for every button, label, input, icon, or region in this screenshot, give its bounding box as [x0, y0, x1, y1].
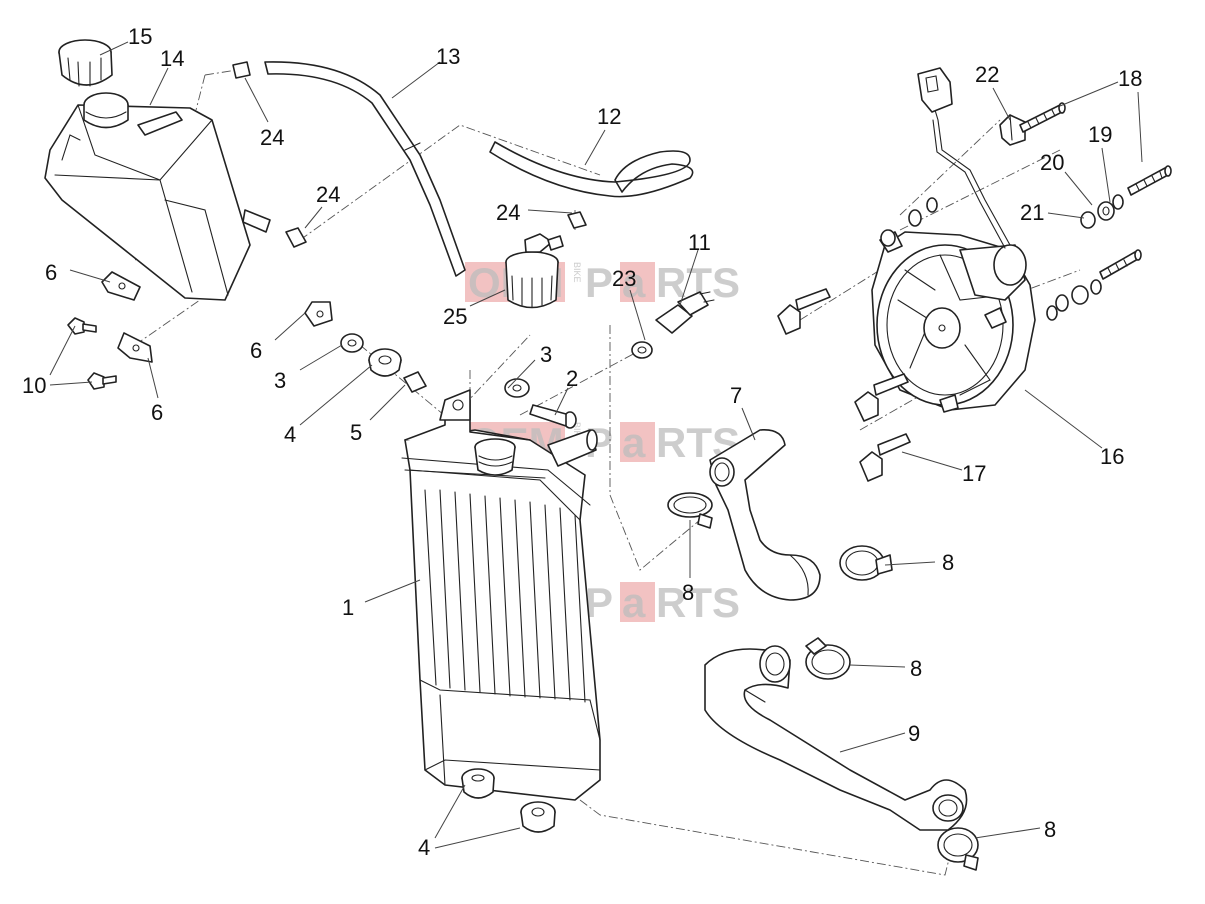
svg-text:a: a: [622, 579, 646, 626]
callout-12: 12: [597, 104, 621, 129]
temperature-sensor: [655, 291, 715, 334]
callout-3-left: 3: [274, 368, 286, 393]
svg-text:BIKE: BIKE: [572, 262, 582, 283]
hose-12: [489, 141, 694, 198]
grommet-4-bottom-left: [461, 768, 495, 799]
svg-text:P: P: [585, 259, 613, 306]
grommet-4-top: [368, 348, 402, 377]
callout-22: 22: [975, 62, 999, 87]
washer-3-left: [340, 333, 364, 353]
hose-13: [264, 61, 466, 277]
sleeve-24-top: [232, 61, 251, 79]
callout-labels: 15 14 24 24 13 12 24 11 23 25 6 10 6 6 3…: [22, 24, 1142, 860]
expansion-tank: [44, 92, 271, 301]
callout-6-top: 6: [45, 260, 57, 285]
callout-4-top: 4: [284, 422, 296, 447]
callout-17: 17: [962, 461, 986, 486]
callout-5: 5: [350, 420, 362, 445]
hose-clamp-8a: [667, 492, 713, 529]
callout-8-middle: 8: [910, 656, 922, 681]
svg-text:a: a: [622, 419, 646, 466]
callout-3-right: 3: [540, 342, 552, 367]
grommet-4-bottom-right: [520, 801, 556, 833]
svg-text:RTS: RTS: [656, 579, 740, 626]
callout-2: 2: [566, 366, 578, 391]
callout-10: 10: [22, 373, 46, 398]
leader-lines: [49, 41, 1143, 849]
bolt-2: [529, 404, 577, 429]
screw-10-top: [67, 317, 97, 335]
svg-text:BIKE: BIKE: [572, 422, 582, 443]
hose-7: [709, 428, 821, 601]
tank-cap: [58, 39, 113, 87]
washer-set-top: [880, 197, 938, 247]
cooling-fan: [871, 67, 1036, 413]
fan-screw-17-bottom: [859, 433, 911, 482]
washer-23: [631, 341, 653, 359]
callout-25: 25: [443, 304, 467, 329]
callout-8-upper-right: 8: [942, 550, 954, 575]
long-screw-18-bottom: [1099, 249, 1142, 280]
sleeve-24-middle: [285, 227, 307, 248]
callout-7: 7: [730, 383, 742, 408]
sleeve-24-right: [567, 211, 587, 229]
callout-1: 1: [342, 595, 354, 620]
washer-set-right-upper: [1080, 194, 1124, 229]
hose-clamp-8c: [805, 637, 851, 680]
bracket-clip-center: [304, 301, 333, 327]
callout-24-top: 24: [260, 125, 284, 150]
long-screw-18-middle: [1127, 165, 1172, 196]
hose-clamp-8d: [937, 827, 979, 871]
callout-18: 18: [1118, 66, 1142, 91]
callout-14: 14: [160, 46, 184, 71]
screw-10-bottom: [87, 372, 117, 390]
callout-6-bottom: 6: [151, 400, 163, 425]
fan-screw-17-middle: [854, 373, 909, 422]
callout-4-bottom: 4: [418, 835, 430, 860]
filler-neck: [505, 233, 564, 309]
callout-16: 16: [1100, 444, 1124, 469]
callout-6-center: 6: [250, 338, 262, 363]
callout-8-left: 8: [682, 580, 694, 605]
callout-11: 11: [688, 230, 711, 255]
hose-clamp-8b: [839, 545, 893, 581]
washer-set-right-lower: [1046, 279, 1102, 321]
radiator: [401, 389, 601, 801]
callout-23: 23: [612, 266, 636, 291]
bracket-clip-left-bottom: [117, 332, 153, 363]
callout-19: 19: [1088, 122, 1112, 147]
svg-text:a: a: [622, 259, 646, 306]
hose-9: [704, 645, 968, 831]
callout-21: 21: [1020, 200, 1044, 225]
callout-20: 20: [1040, 150, 1064, 175]
bracket-clip-left-top: [101, 271, 141, 301]
callout-8-bottom: 8: [1044, 817, 1056, 842]
callout-15: 15: [128, 24, 152, 49]
fan-screw-17-top: [777, 288, 831, 335]
callout-24-right: 24: [496, 200, 520, 225]
clip-22: [999, 114, 1026, 146]
washer-3-right: [504, 378, 530, 398]
callout-13: 13: [436, 44, 460, 69]
callout-24-middle: 24: [316, 182, 340, 207]
spacer-5: [403, 371, 427, 393]
long-screw-18-top: [1019, 102, 1066, 133]
callout-9: 9: [908, 721, 920, 746]
